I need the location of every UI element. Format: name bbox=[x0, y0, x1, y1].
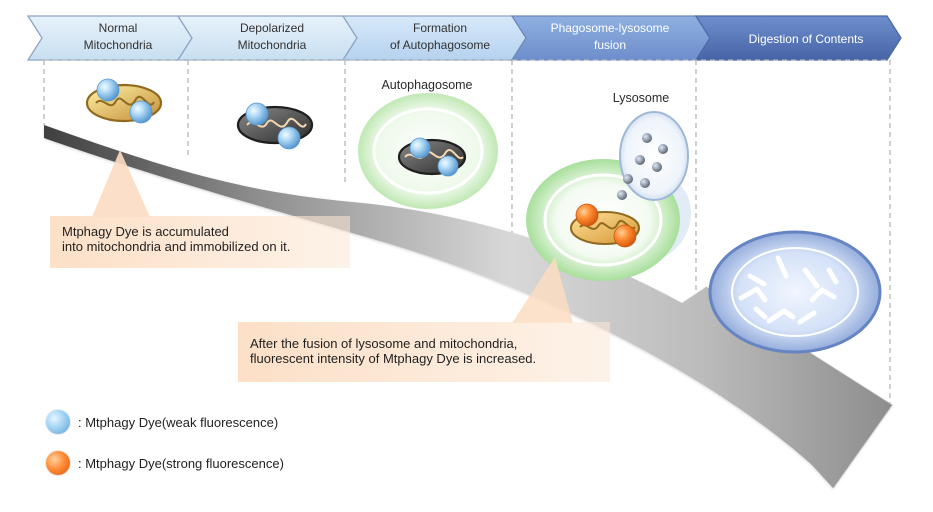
callout-fusion-line1: After the fusion of lysosome and mitocho… bbox=[250, 336, 518, 351]
lysosome-enzyme-dot bbox=[623, 174, 633, 184]
autophagosome-label: Autophagosome bbox=[381, 78, 472, 92]
stage-label-formation-line2: of Autophagosome bbox=[390, 38, 490, 52]
digestion-illustration bbox=[708, 230, 882, 354]
lysosome-enzyme-dot bbox=[652, 162, 662, 172]
stage-label-digestion: Digestion of Contents bbox=[749, 32, 864, 46]
blue-dye-dot bbox=[437, 155, 459, 177]
orange-dye-dot bbox=[613, 224, 637, 248]
lysosome-enzyme-dot bbox=[642, 133, 652, 143]
blue-dye-legend-icon bbox=[46, 410, 70, 434]
legend-strong-fluorescence-label: : Mtphagy Dye(strong fluorescence) bbox=[78, 455, 284, 471]
lysosome-label: Lysosome bbox=[613, 91, 670, 105]
stage-tab-digestion-of-contents bbox=[694, 15, 902, 61]
stage-label-normal-line2: Mitochondria bbox=[84, 38, 153, 52]
lysosome-enzyme-dot bbox=[640, 178, 650, 188]
blue-dye-dot bbox=[129, 100, 153, 124]
stage-label-fusion-line1: Phagosome-lysosome bbox=[551, 21, 670, 35]
stage-frames bbox=[43, 59, 891, 403]
depolarized-mitochondria-illustration bbox=[236, 102, 314, 150]
legend-weak-fluorescence-label: : Mtphagy Dye(weak fluorescence) bbox=[78, 414, 279, 430]
header-stage-bar: Normal Mitochondria Depolarized Mitochon… bbox=[26, 15, 902, 61]
autophagosome-illustration: Autophagosome bbox=[358, 78, 498, 209]
lysosome-enzyme-dot bbox=[658, 144, 668, 154]
stage-label-normal-line1: Normal bbox=[99, 21, 138, 35]
phagosome-lysosome-fusion-illustration: Lysosome bbox=[526, 91, 691, 281]
legend-strong-fluorescence: : Mtphagy Dye(strong fluorescence) bbox=[46, 451, 284, 475]
stage-label-fusion-line2: fusion bbox=[594, 38, 626, 52]
blue-dye-dot bbox=[96, 78, 120, 102]
callout-fusion: After the fusion of lysosome and mitocho… bbox=[238, 322, 610, 382]
callout-fusion-line2: fluorescent intensity of Mtphagy Dye is … bbox=[250, 351, 537, 366]
callout-accumulated: Mtphagy Dye is accumulated into mitochon… bbox=[50, 216, 350, 268]
callout-accumulated-line1: Mtphagy Dye is accumulated bbox=[62, 224, 229, 239]
normal-mitochondria-illustration bbox=[85, 78, 163, 124]
orange-dye-legend-icon bbox=[46, 451, 70, 475]
orange-dye-dot bbox=[575, 203, 599, 227]
lysosome-enzyme-dot bbox=[635, 155, 645, 165]
stage-label-depolarized-line1: Depolarized bbox=[240, 21, 304, 35]
blue-dye-dot bbox=[245, 102, 269, 126]
legend-weak-fluorescence: : Mtphagy Dye(weak fluorescence) bbox=[46, 410, 278, 434]
stage-label-depolarized-line2: Mitochondria bbox=[238, 38, 307, 52]
blue-dye-dot bbox=[409, 137, 431, 159]
stage-label-formation-line1: Formation bbox=[413, 21, 467, 35]
blue-dye-dot bbox=[277, 126, 301, 150]
lysosome-enzyme-dot bbox=[617, 190, 627, 200]
callout-accumulated-line2: into mitochondria and immobilized on it. bbox=[62, 239, 291, 254]
